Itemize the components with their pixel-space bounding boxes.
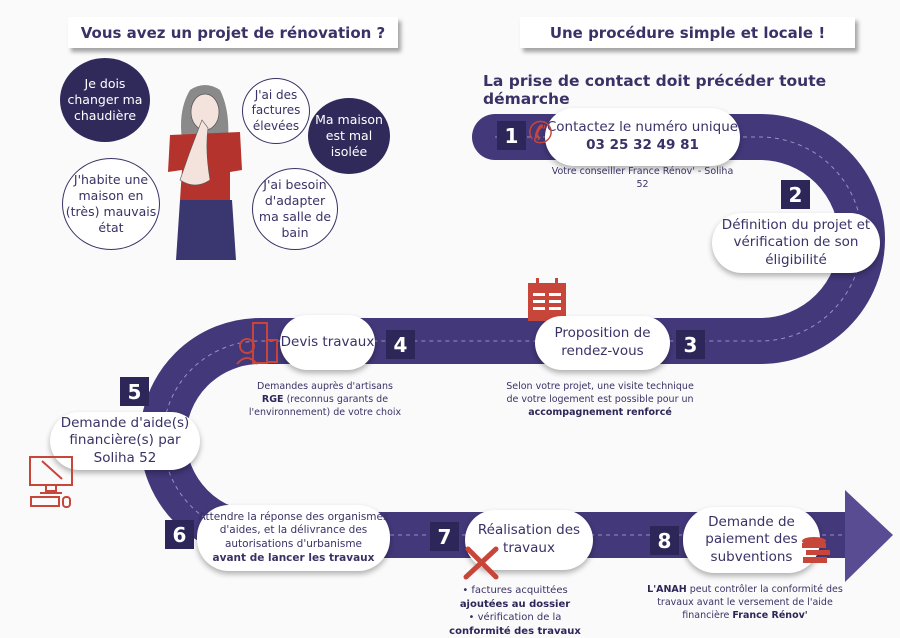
speech-bubble: J'ai des factures élevées <box>242 78 310 144</box>
phone-number[interactable]: 03 25 32 49 81 <box>586 137 699 153</box>
step-5-card: Demande d'aide(s) financière(s) par Soli… <box>50 412 200 470</box>
step-1-title: Contactez le numéro unique <box>546 119 739 136</box>
speech-bubble: J'habite une maison en (très) mauvais ét… <box>62 158 160 250</box>
step-5-title: Demande d'aide(s) financière(s) par Soli… <box>60 414 190 466</box>
step-number-2: 2 <box>781 180 810 209</box>
step-3-card: Proposition de rendez-vous <box>535 316 670 370</box>
step-number-6: 6 <box>165 520 194 549</box>
step-number-3: 3 <box>676 330 705 359</box>
step-6-title: Attendre la réponse des organismes d'aid… <box>198 510 389 550</box>
artisan-building-icon <box>236 322 278 365</box>
tools-icon <box>463 546 499 580</box>
step-2-card: Définition du projet et vérification de … <box>712 213 880 273</box>
step-number-5: 5 <box>120 377 149 406</box>
step-8-note: L'ANAH peut contrôler la conformité des … <box>647 584 843 621</box>
step-3-title: Proposition de rendez-vous <box>554 325 651 359</box>
computer-icon <box>29 456 73 508</box>
step-6-card: Attendre la réponse des organismes d'aid… <box>197 505 390 571</box>
phone-icon: ✆ <box>528 116 554 151</box>
step-number-7: 7 <box>430 522 459 551</box>
step-7-title: Réalisation des travaux <box>477 522 581 556</box>
step-1-note: Votre conseiller France Rénov' - Soliha … <box>551 166 734 190</box>
step-number-8: 8 <box>650 526 679 555</box>
speech-bubble: J'ai besoin d'adapter ma salle de bain <box>252 168 338 250</box>
right-header: Une procédure simple et locale ! <box>520 17 855 48</box>
calendar-icon <box>528 278 566 321</box>
step-4-title: Devis travaux <box>280 333 375 350</box>
step-4-card: Devis travaux <box>280 315 375 370</box>
step-number-4: 4 <box>386 330 415 359</box>
step-number-1: 1 <box>497 121 526 150</box>
subheading: La prise de contact doit précéder toute … <box>483 72 827 108</box>
coins-icon <box>802 537 830 563</box>
step-2-title: Définition du projet et vérification de … <box>721 216 871 268</box>
speech-bubble: Je dois changer ma chaudière <box>60 58 150 142</box>
step-1-card: Contactez le numéro unique 03 25 32 49 8… <box>545 108 740 166</box>
left-header: Vous avez un projet de rénovation ? <box>68 17 398 48</box>
speech-bubble: Ma maison est mal isolée <box>308 98 390 174</box>
step-6-title-bold: avant de lancer les travaux <box>212 551 375 564</box>
step-8-title: Demande de paiement des subventions <box>705 513 798 565</box>
step-8-card: Demande de paiement des subventions <box>683 507 820 573</box>
woman-illustration <box>168 85 242 260</box>
step-3-note: Selon votre projet, une visite technique… <box>506 381 694 418</box>
